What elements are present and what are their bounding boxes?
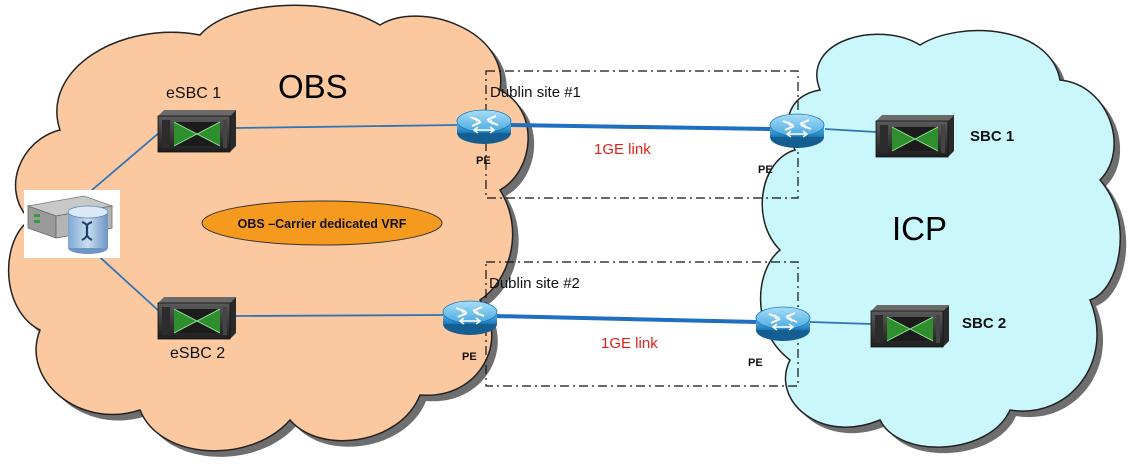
link-1ge-site1 bbox=[509, 123, 771, 131]
sbc-server-icon bbox=[157, 296, 237, 340]
esbc1-label: eSBC 1 bbox=[166, 85, 221, 102]
sbc-server-icon bbox=[870, 304, 950, 348]
router-icon bbox=[769, 113, 825, 149]
esbc2-label: eSBC 2 bbox=[170, 345, 225, 362]
pe-label-1: PE bbox=[476, 155, 491, 167]
vrf-ellipse: OBS –Carrier dedicated VRF bbox=[201, 200, 443, 246]
dublin-site-1-label: Dublin site #1 bbox=[490, 84, 581, 101]
pe-label-3: PE bbox=[462, 351, 477, 363]
link-1ge-site2 bbox=[494, 314, 759, 324]
link-esbc1-pe1 bbox=[235, 124, 459, 129]
router-icon bbox=[755, 306, 811, 342]
link-db-esbc2 bbox=[91, 249, 161, 313]
link-pe2-sbc1 bbox=[824, 128, 877, 133]
sbc-server-icon bbox=[157, 109, 237, 153]
sbc1-label: SBC 1 bbox=[970, 128, 1014, 145]
icp-cloud-shape bbox=[759, 29, 1121, 448]
obs-cloud-title: OBS bbox=[278, 68, 348, 105]
link-label-site2: 1GE link bbox=[601, 335, 658, 352]
link-db-esbc1 bbox=[91, 131, 161, 191]
link-esbc2-pe3 bbox=[235, 314, 445, 317]
sbc-server-icon bbox=[875, 114, 955, 158]
router-icon bbox=[442, 300, 498, 336]
link-label-site1: 1GE link bbox=[594, 141, 651, 158]
database-server-icon bbox=[24, 190, 120, 258]
vrf-label: OBS –Carrier dedicated VRF bbox=[238, 217, 407, 231]
pe-label-2: PE bbox=[758, 164, 773, 176]
pe-label-4: PE bbox=[748, 357, 763, 369]
link-pe4-sbc2 bbox=[809, 321, 873, 325]
icp-cloud: ICP bbox=[759, 29, 1127, 454]
dublin-site-2-label: Dublin site #2 bbox=[489, 275, 580, 292]
links bbox=[91, 123, 877, 325]
icp-cloud-title: ICP bbox=[892, 210, 947, 247]
router-icon bbox=[456, 109, 512, 145]
sbc2-label: SBC 2 bbox=[962, 315, 1006, 332]
